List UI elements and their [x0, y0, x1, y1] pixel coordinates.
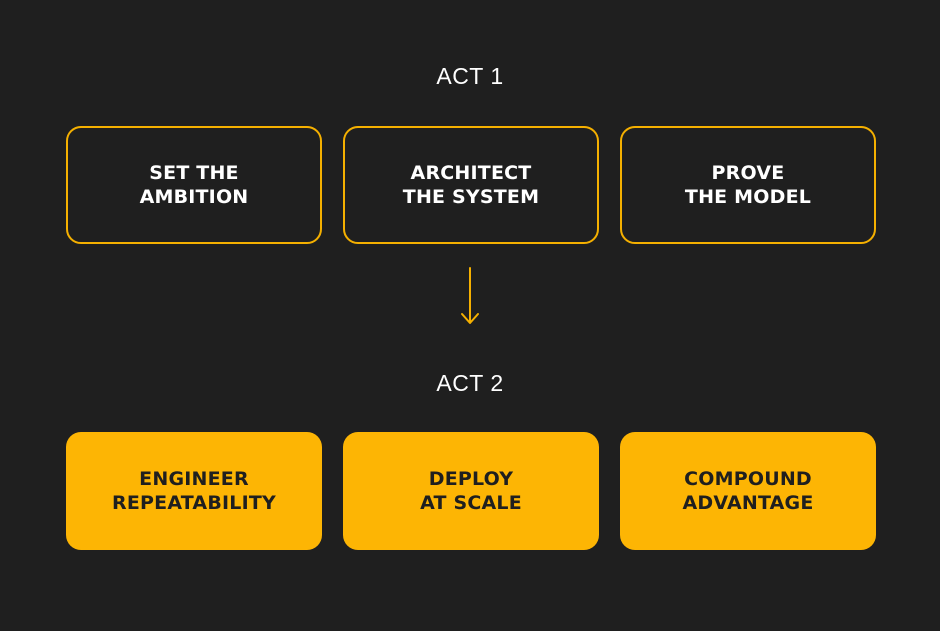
act-1-step-prove-the-model: PROVE THE MODEL: [620, 126, 876, 244]
arrow-down-icon: [461, 267, 479, 324]
act-2-step-deploy-at-scale: DEPLOY AT SCALE: [343, 432, 599, 550]
act-2-label: ACT 2: [436, 370, 504, 396]
act-2-step-engineer-repeatability: ENGINEER REPEATABILITY: [66, 432, 322, 550]
act-1-step-3-label: PROVE THE MODEL: [684, 162, 812, 208]
act-2-step-compound-advantage: COMPOUND ADVANTAGE: [620, 432, 876, 550]
act-2-step-2-label: DEPLOY AT SCALE: [420, 468, 522, 514]
act-1-step-1-label: SET THE AMBITION: [139, 162, 249, 208]
act-1-label: ACT 1: [436, 63, 504, 89]
act-1-step-set-the-ambition: SET THE AMBITION: [66, 126, 322, 244]
act-1-step-2-label: ARCHITECT THE SYSTEM: [402, 162, 540, 208]
act-1-step-architect-the-system: ARCHITECT THE SYSTEM: [343, 126, 599, 244]
act-2-step-1-label: ENGINEER REPEATABILITY: [112, 468, 276, 514]
act-2-step-3-label: COMPOUND ADVANTAGE: [682, 468, 814, 514]
